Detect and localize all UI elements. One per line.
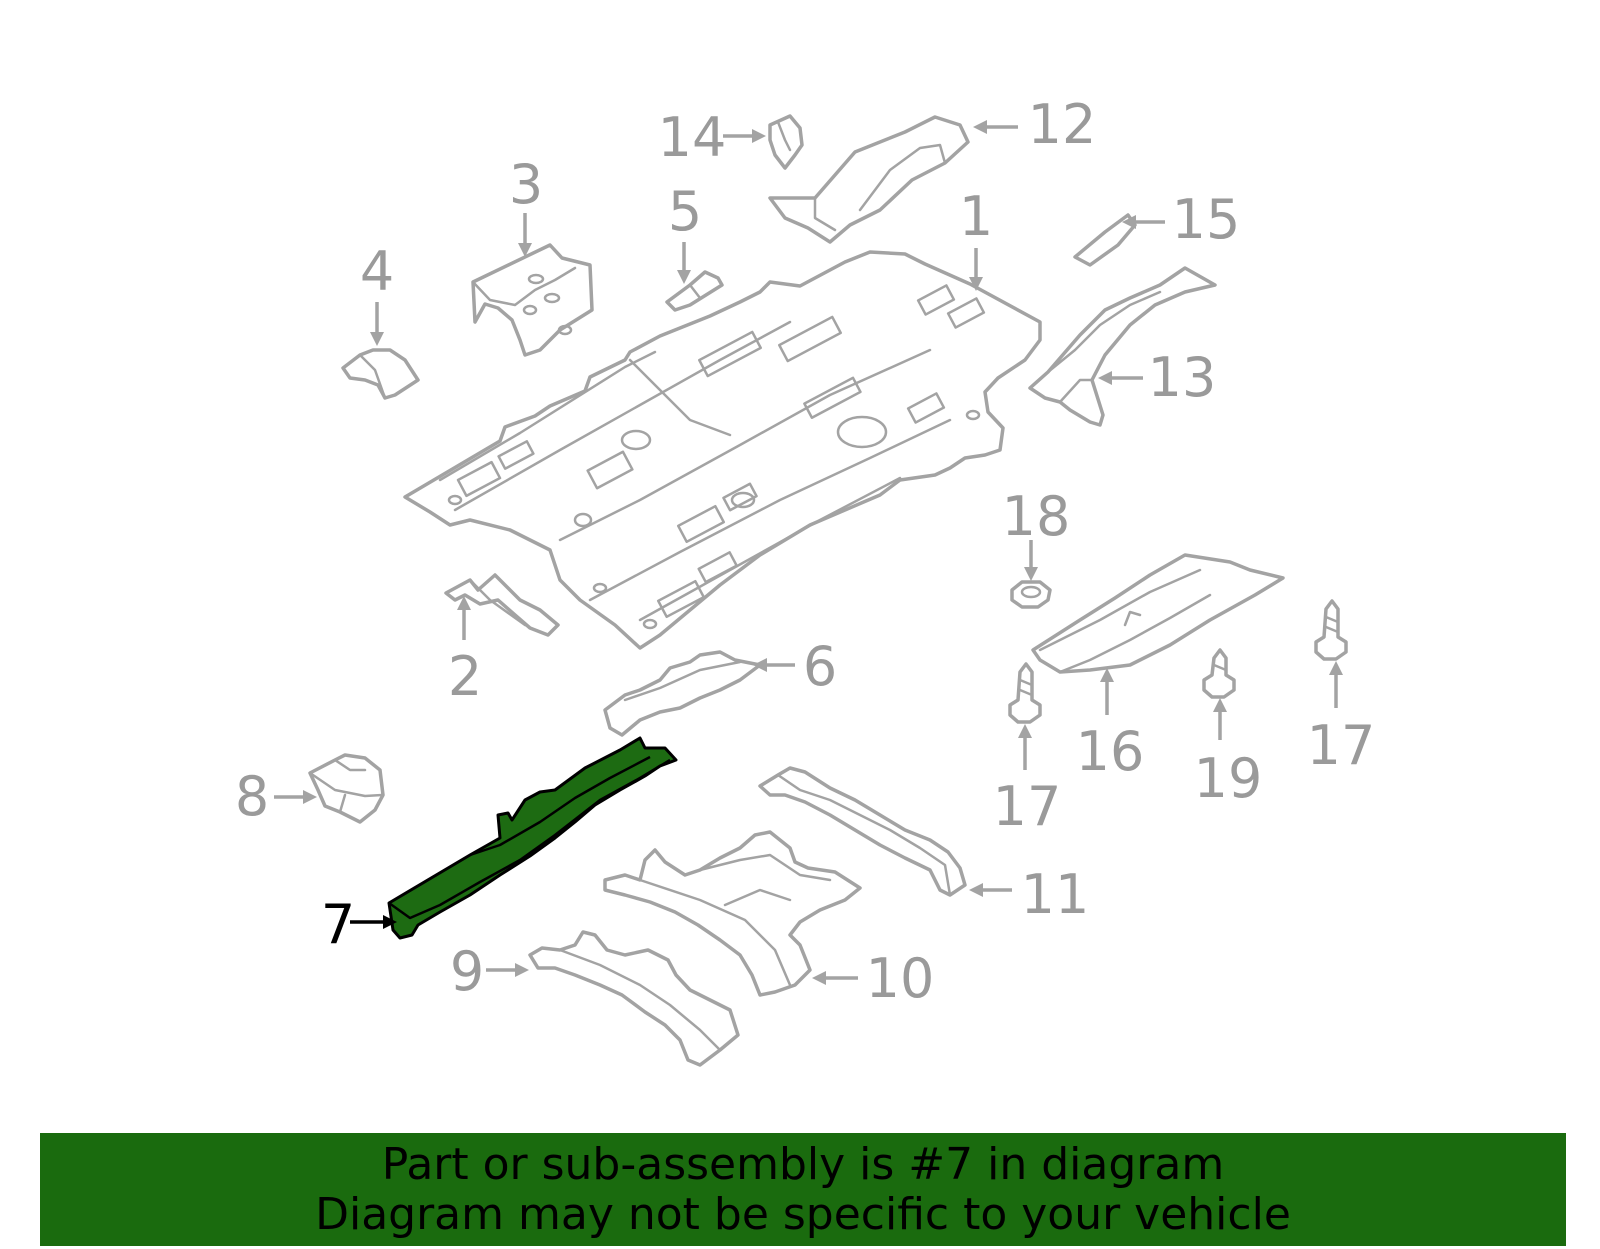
- part-7-highlighted: [387, 736, 678, 940]
- part-18-nut: [1010, 580, 1052, 609]
- callout-5: 5: [668, 180, 702, 243]
- part-12: [768, 115, 970, 244]
- callout-12: 12: [1028, 93, 1097, 156]
- part-3: [471, 243, 594, 357]
- part-11: [758, 766, 967, 897]
- part-16: [1031, 553, 1285, 674]
- callout-19: 19: [1194, 747, 1263, 810]
- callout-6: 6: [803, 635, 837, 698]
- callout-1: 1: [959, 185, 993, 248]
- callout-4: 4: [360, 240, 394, 303]
- callout-17-left: 17: [993, 775, 1062, 838]
- callout-numbers: 1 2 3 4 5 6 7 8 9 10 11 12 13 14 15 16 1…: [235, 93, 1376, 1010]
- part-14: [768, 114, 804, 170]
- part-10: [603, 830, 862, 997]
- callout-8: 8: [235, 765, 269, 828]
- callout-7: 7: [321, 893, 355, 956]
- part-8: [308, 753, 385, 824]
- part-5: [665, 270, 724, 312]
- callout-16: 16: [1076, 720, 1145, 783]
- part-13: [1028, 266, 1217, 427]
- callout-13: 13: [1148, 346, 1217, 409]
- leader-lines: [274, 120, 1343, 985]
- part-19-bolt: [1202, 648, 1236, 699]
- callout-18: 18: [1002, 485, 1071, 548]
- part-17-bolt-right: [1314, 599, 1348, 661]
- part-4: [341, 348, 420, 400]
- part-2: [444, 573, 560, 637]
- banner-line-1: Part or sub-assembly is #7 in diagram: [381, 1138, 1225, 1190]
- callout-15: 15: [1172, 188, 1241, 251]
- callout-2: 2: [448, 645, 482, 708]
- callout-17-right: 17: [1307, 714, 1376, 777]
- banner-line-2: Diagram may not be specific to your vehi…: [315, 1188, 1291, 1240]
- part-6: [603, 650, 762, 737]
- callout-11: 11: [1021, 863, 1090, 926]
- part-17-bolt-left: [1008, 662, 1042, 724]
- part-9: [528, 930, 740, 1067]
- callout-10: 10: [866, 947, 935, 1010]
- callout-14: 14: [658, 106, 727, 169]
- callout-9: 9: [450, 940, 484, 1003]
- callout-3: 3: [509, 153, 543, 216]
- part-1-floor-pan: [403, 250, 1042, 650]
- info-banner: Part or sub-assembly is #7 in diagram Di…: [40, 1133, 1566, 1246]
